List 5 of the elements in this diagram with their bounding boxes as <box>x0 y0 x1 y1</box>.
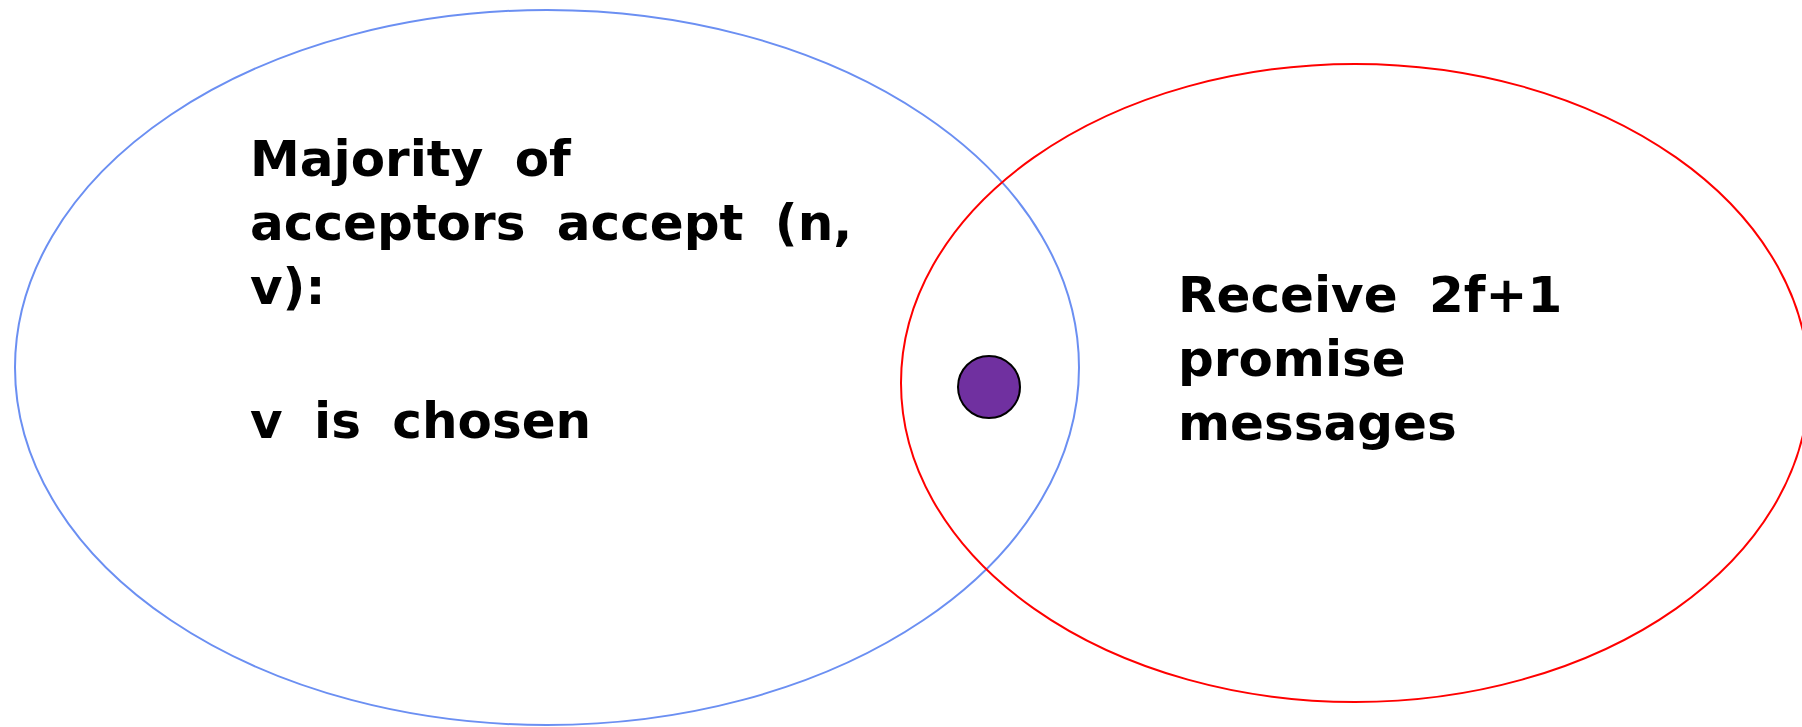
intersection-dot <box>957 355 1021 419</box>
venn-ellipse <box>14 9 1080 726</box>
ellipse-label: v is chosen <box>250 391 593 452</box>
ellipse-label: Majority of acceptors accept (n, v): <box>250 129 854 318</box>
ellipse-label: Receive 2f+1 promise messages <box>1178 265 1564 454</box>
